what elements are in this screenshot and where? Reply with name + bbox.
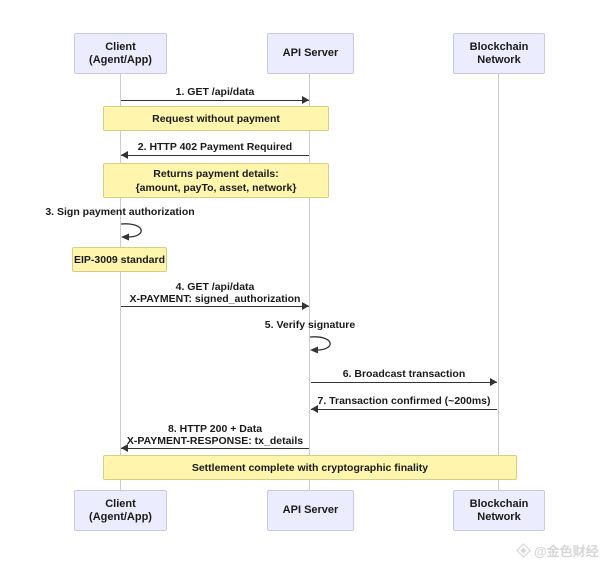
message-7-label: 7. Transaction confirmed (~200ms) — [317, 395, 491, 407]
self-loop-arrow-icon — [309, 336, 331, 354]
arrowhead-left-icon — [121, 151, 128, 159]
actor-label: Client — [105, 497, 136, 510]
note-returns-payment-details: Returns payment details: {amount, payTo,… — [103, 163, 329, 198]
actor-label: API Server — [282, 504, 339, 516]
actor-label: Network — [477, 53, 521, 66]
actor-blockchain-top: Blockchain Network — [453, 33, 545, 74]
message-4-arrow — [121, 306, 309, 307]
message-7-arrow — [311, 409, 497, 410]
watermark-text: @金色财经 — [534, 543, 599, 559]
actor-label: Blockchain — [469, 40, 529, 53]
arrowhead-right-icon — [302, 96, 309, 104]
lifeline-blockchain — [498, 72, 499, 490]
lifeline-client — [120, 72, 121, 490]
actor-label: Blockchain — [469, 497, 529, 510]
note-request-without-payment: Request without payment — [103, 106, 329, 131]
message-1-label: 1. GET /api/data — [175, 86, 255, 98]
message-8-label: 8. HTTP 200 + Data X-PAYMENT-RESPONSE: t… — [126, 423, 304, 447]
arrowhead-left-icon — [311, 405, 318, 413]
actor-api-server-bottom: API Server — [267, 490, 354, 531]
message-8-arrow — [121, 448, 309, 449]
lifeline-api-server — [309, 72, 310, 490]
actor-label: (Agent/App) — [89, 53, 152, 66]
message-1-arrow — [121, 100, 309, 101]
actor-api-server-top: API Server — [267, 33, 354, 74]
message-6-arrow — [311, 382, 497, 383]
note-eip-3009-standard: EIP-3009 standard — [72, 247, 167, 272]
jinse-diamond-icon — [516, 542, 531, 558]
actor-label: (Agent/App) — [89, 510, 152, 523]
message-4-label: 4. GET /api/data X-PAYMENT: signed_autho… — [129, 281, 301, 305]
arrowhead-right-icon — [490, 378, 497, 386]
note-settlement-complete: Settlement complete with cryptographic f… — [103, 455, 517, 480]
actor-blockchain-bottom: Blockchain Network — [453, 490, 545, 531]
self-loop-arrow-icon — [120, 223, 142, 241]
arrowhead-right-icon — [302, 302, 309, 310]
actor-label: Network — [477, 510, 521, 523]
watermark: @金色财经 — [516, 541, 599, 559]
message-2-arrow — [121, 155, 309, 156]
arrowhead-left-icon — [121, 444, 128, 452]
actor-label: API Server — [282, 47, 339, 59]
message-2-label: 2. HTTP 402 Payment Required — [137, 141, 293, 153]
actor-client-top: Client (Agent/App) — [74, 33, 167, 74]
actor-label: Client — [105, 40, 136, 53]
message-5-label: 5. Verify signature — [264, 319, 356, 331]
message-3-label: 3. Sign payment authorization — [45, 206, 195, 218]
actor-client-bottom: Client (Agent/App) — [74, 490, 167, 531]
message-6-label: 6. Broadcast transaction — [342, 368, 466, 380]
